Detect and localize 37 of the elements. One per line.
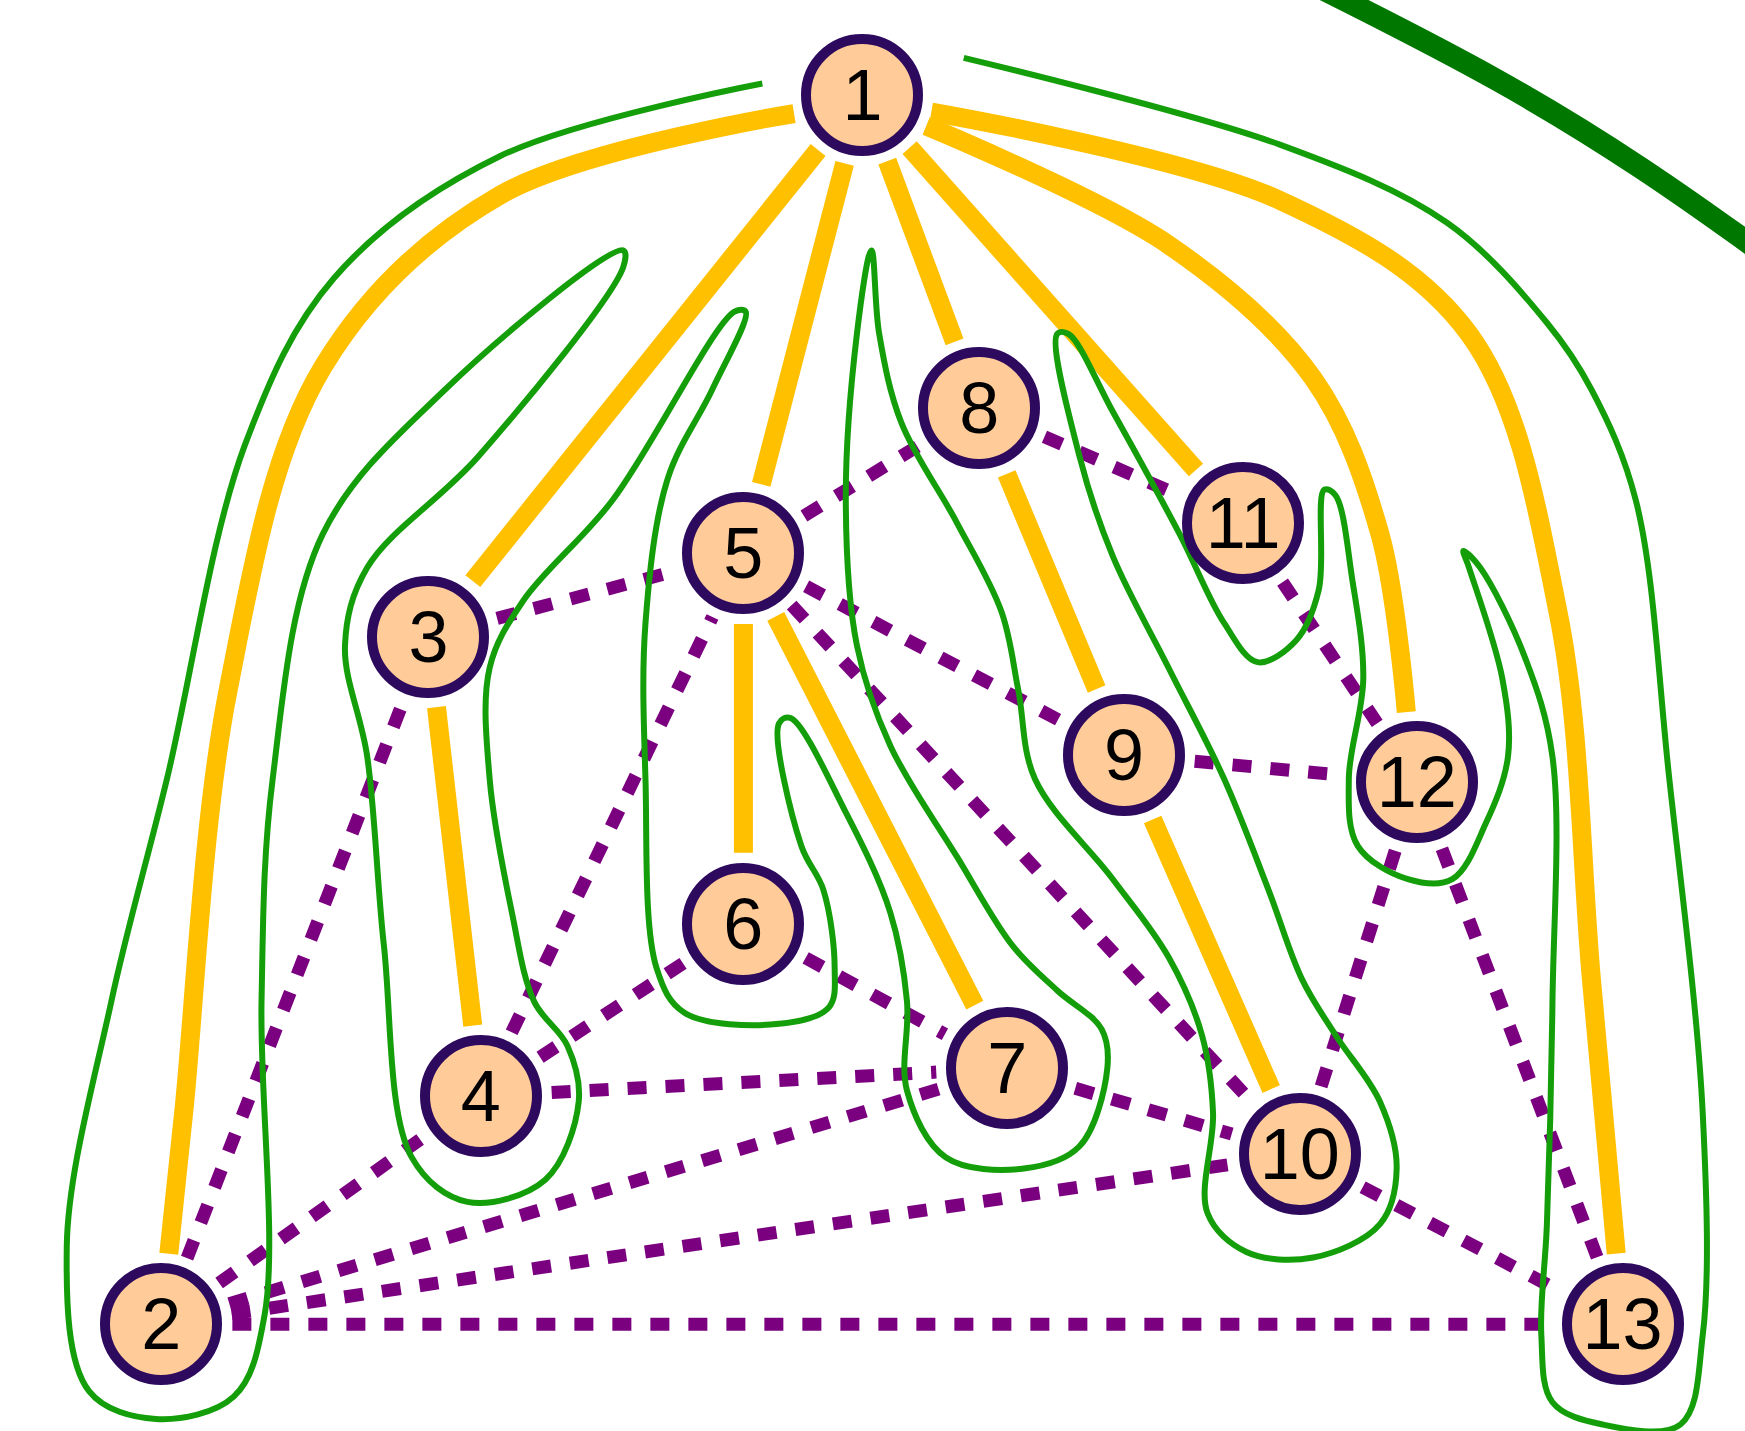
vertex-number: 2 [141,1288,182,1361]
dotted-edge [733,624,753,853]
dotted-edge [752,160,854,487]
vertex-number: 1 [842,58,883,131]
vertex-number: 6 [723,887,764,960]
dotted-edge [767,612,984,1010]
dotted-edge [1277,578,1383,727]
dotted-edge [997,470,1106,693]
dotted-edge [230,1158,1231,1321]
vertex-number: 11 [1205,487,1281,560]
vertex-number: 7 [987,1032,1028,1105]
dotted-edge [536,957,688,1063]
vertex-number: 12 [1376,746,1457,819]
dotted-edge [802,952,949,1040]
vertex-circle [1355,721,1478,844]
vertex-number: 4 [460,1060,501,1133]
dotted-edge [878,157,964,346]
dotted-edge [227,1082,942,1310]
dotted-edge [800,440,923,522]
dotted-edge [427,706,483,1027]
dotted-edge [902,141,1204,477]
vertex-number: 3 [408,600,449,673]
dotted-edge [465,144,826,588]
dotted-edge [1143,815,1280,1093]
vertex-number: 5 [723,517,764,590]
dotted-edge [1314,848,1402,1089]
dotted-edge [215,1132,427,1289]
dotted-edge [551,1065,937,1099]
vertex-number: 9 [1103,718,1144,791]
vertex-number: 8 [959,372,1000,445]
vertex-number: 10 [1259,1118,1340,1191]
dotted-edge [929,102,1626,1255]
vertex-number: 13 [1582,1288,1663,1361]
dotted-edge [159,104,796,1255]
dotted-edge [922,117,1416,713]
dotted-edge [1435,846,1604,1261]
dotted-edge [1073,1082,1234,1141]
